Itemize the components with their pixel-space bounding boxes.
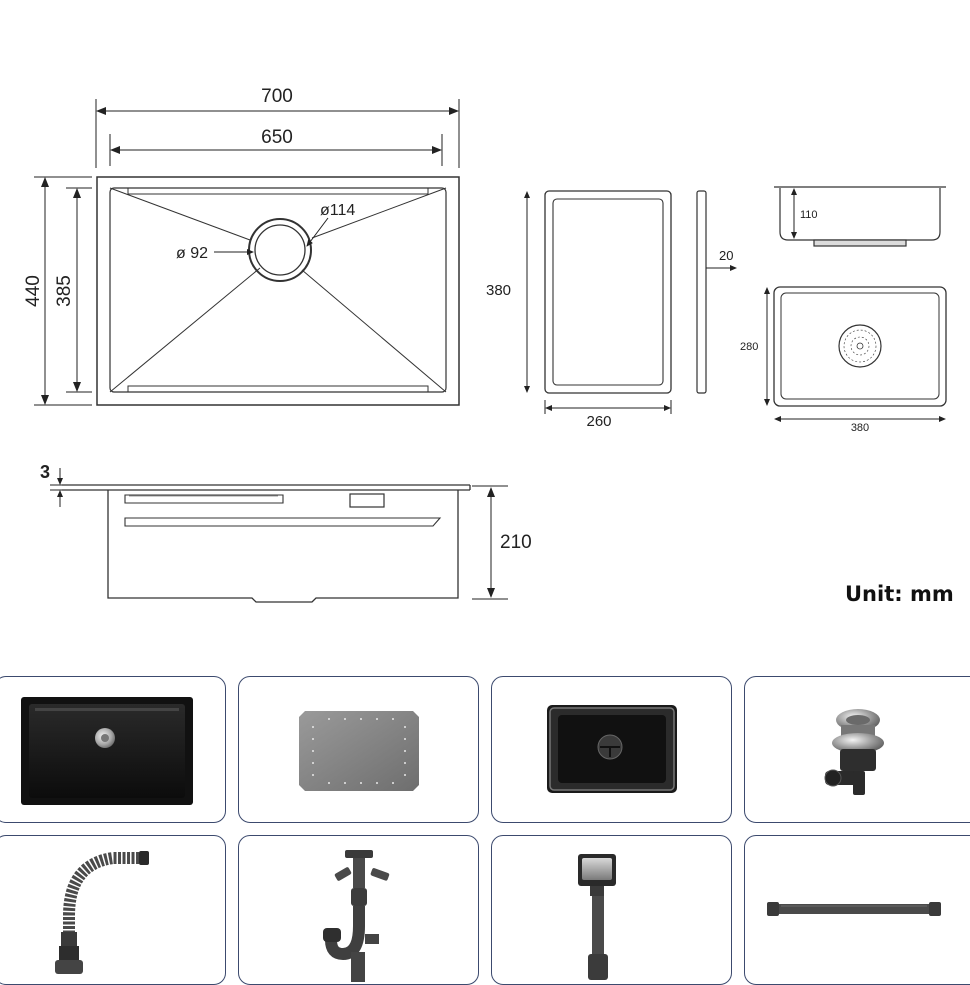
- width-700-dimension: [95, 99, 460, 168]
- width-650-dimension: [109, 134, 443, 166]
- board-length-label: 380: [486, 282, 511, 299]
- technical-drawing: ø 92 ø114 700 650 440 385 380: [23, 86, 947, 603]
- accessory-card-sink-bowl: [0, 676, 226, 823]
- accessory-card-overflow-drain: [491, 835, 732, 985]
- drain-inner-diameter-label: ø 92: [176, 245, 208, 262]
- depth-385-dimension: [66, 187, 92, 393]
- accessory-card-p-trap-pipe: [238, 835, 479, 985]
- sink-top-view: [96, 176, 460, 406]
- board-thickness-label: 20: [719, 248, 733, 263]
- flexible-hose-image: [55, 851, 149, 974]
- drain-outer-diameter-label: ø114: [320, 202, 355, 219]
- sink-bowl-image: [21, 697, 193, 805]
- drain-basket-image: [547, 705, 677, 793]
- cutting-board-drawing: [544, 190, 707, 394]
- basket-height-label: 110: [800, 209, 818, 221]
- flange-thickness-label: 3: [40, 462, 50, 482]
- accessory-card-drain-basket: [491, 676, 732, 823]
- strainer-drain-image: [824, 709, 884, 795]
- accessory-card-strainer-drain: [744, 676, 970, 823]
- basket-width-label: 380: [851, 422, 869, 434]
- basket-side-view: [774, 186, 946, 247]
- drain-leaders: [214, 217, 329, 255]
- straight-pipe-image: [767, 902, 941, 916]
- sink-height-label: 210: [500, 532, 532, 553]
- sink-height-dimension: [472, 485, 508, 600]
- inner-width-label: 650: [261, 127, 293, 148]
- basket-depth-label: 280: [740, 341, 758, 353]
- board-width-label: 260: [586, 413, 611, 430]
- flange-thickness-dimension: [50, 468, 63, 507]
- cutting-board-image: [299, 711, 419, 791]
- depth-440-dimension: [34, 176, 92, 406]
- sink-side-view: [62, 484, 471, 603]
- basket-top-dimensions: [764, 287, 946, 422]
- basket-top-view: [773, 286, 947, 407]
- board-dimensions: [524, 191, 737, 414]
- outer-width-label: 700: [261, 86, 293, 107]
- unit-label: Unit: mm: [845, 582, 954, 606]
- accessory-card-straight-pipe: [744, 835, 970, 985]
- outer-depth-label: 440: [23, 275, 44, 307]
- accessory-card-flexible-hose: [0, 835, 226, 985]
- inner-depth-label: 385: [54, 275, 75, 307]
- p-trap-pipe-image: [323, 850, 390, 982]
- overflow-drain-image: [578, 854, 616, 980]
- accessory-card-cutting-board: [238, 676, 479, 823]
